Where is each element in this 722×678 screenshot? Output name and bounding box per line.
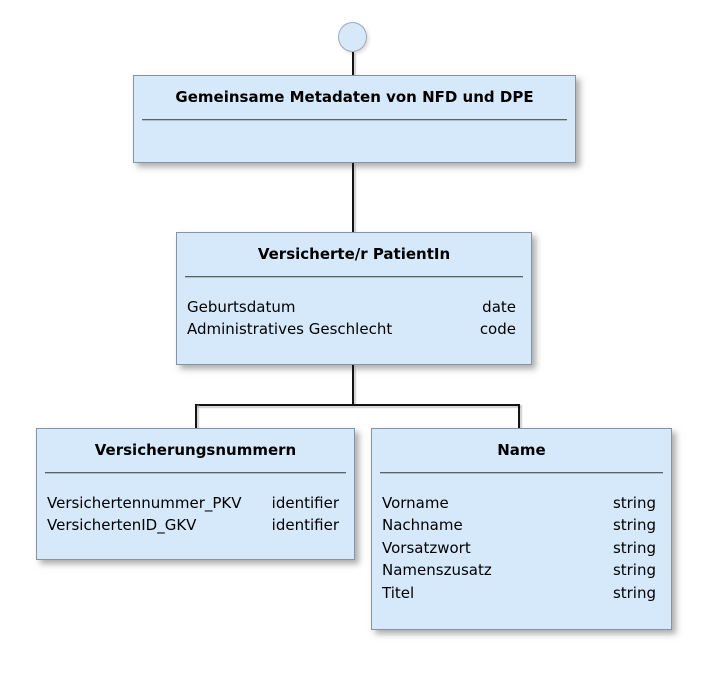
edge-patient-to-junction (352, 365, 354, 405)
edge-junction-to-name (518, 404, 520, 428)
attribute-row: Versichertennummer_PKV identifier (47, 492, 339, 514)
node-patient: Versicherte/r PatientIn Geburtsdatum dat… (176, 232, 532, 365)
attribute-row: Vorsatzwort string (382, 537, 656, 559)
attribute-row: VersichertenID_GKV identifier (47, 514, 339, 536)
attribute-type: string (612, 583, 656, 602)
title-separator (45, 472, 346, 473)
attribute-name: Vorname (382, 494, 449, 512)
attribute-type: string (612, 516, 656, 535)
attribute-type: identifier (271, 516, 339, 535)
attribute-row: Titel string (382, 582, 656, 604)
node-metadaten: Gemeinsame Metadaten von NFD und DPE (133, 75, 576, 163)
attribute-name: Nachname (382, 516, 463, 535)
node-versicherungsnummern-body: Versichertennummer_PKV identifier Versic… (37, 473, 354, 537)
attribute-type: date (482, 298, 516, 316)
attribute-row: Administratives Geschlecht code (187, 318, 516, 340)
attribute-name: VersichertenID_GKV (47, 516, 197, 535)
node-patient-body: Geburtsdatum date Administratives Geschl… (177, 277, 531, 341)
node-patient-title: Versicherte/r PatientIn (257, 245, 451, 263)
attribute-type: string (612, 538, 656, 557)
title-separator (380, 472, 663, 473)
attribute-name: Versichertennummer_PKV (47, 494, 242, 512)
attribute-type: identifier (271, 494, 339, 512)
edge-start-to-metadaten (352, 52, 354, 75)
node-versicherungsnummern-title: Versicherungsnummern (94, 441, 297, 459)
attribute-row: Geburtsdatum date (187, 296, 516, 318)
edge-junction-to-versicherungsnummern (195, 404, 197, 428)
node-name-body: Vorname string Nachname string Vorsatzwo… (372, 473, 671, 604)
attribute-name: Geburtsdatum (187, 298, 296, 316)
node-versicherungsnummern: Versicherungsnummern Versichertennummer_… (36, 428, 355, 560)
node-name-title: Name (497, 441, 546, 459)
attribute-row: Nachname string (382, 514, 656, 536)
attribute-row: Namenszusatz string (382, 559, 656, 581)
node-name: Name Vorname string Nachname string Vors… (371, 428, 672, 630)
attribute-type: string (612, 561, 656, 580)
attribute-name: Titel (382, 583, 415, 602)
title-separator (142, 119, 567, 120)
node-metadaten-title: Gemeinsame Metadaten von NFD und DPE (175, 88, 534, 106)
title-separator (185, 276, 523, 277)
attribute-type: string (612, 494, 656, 512)
attribute-row: Vorname string (382, 492, 656, 514)
edge-metadaten-to-patient (352, 163, 354, 232)
attribute-type: code (479, 320, 516, 339)
start-node-circle (338, 22, 367, 52)
attribute-name: Namenszusatz (382, 561, 492, 580)
attribute-name: Vorsatzwort (382, 538, 471, 557)
edge-branch-horizontal (195, 404, 520, 406)
attribute-name: Administratives Geschlecht (187, 320, 393, 339)
node-metadaten-body (134, 120, 575, 139)
